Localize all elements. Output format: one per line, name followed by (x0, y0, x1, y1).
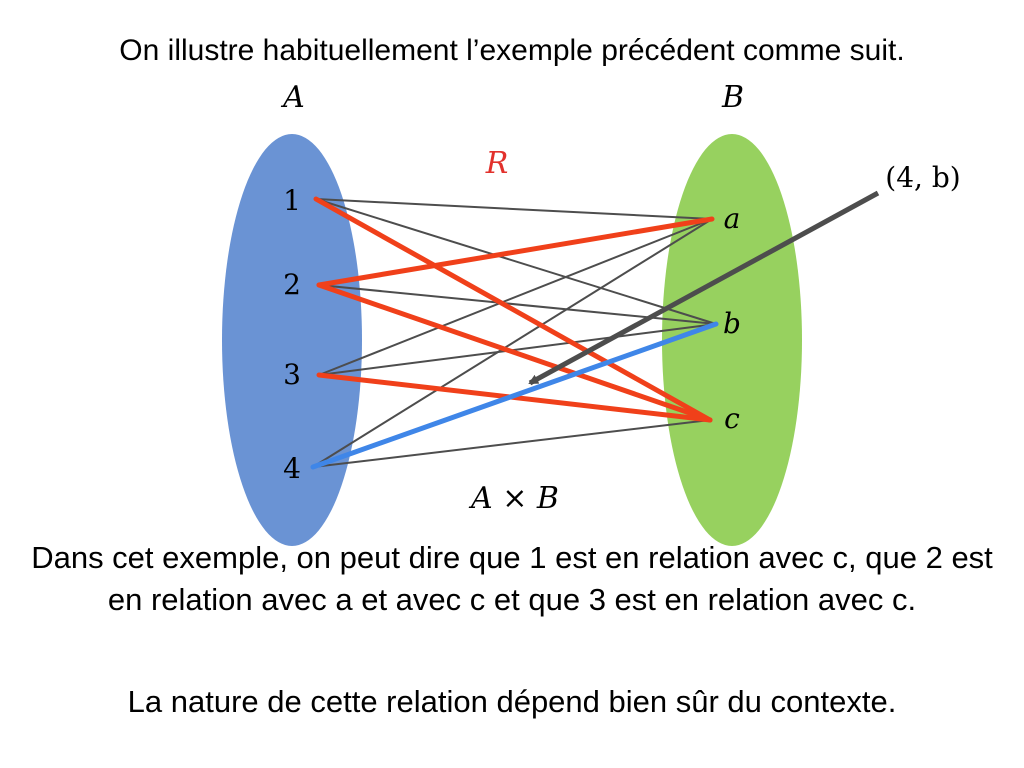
set-a-element-labels: 1 2 3 4 (283, 184, 301, 485)
set-b-label: B (721, 80, 744, 115)
relation-pair-2-a (316, 216, 715, 288)
product-pair-4-c (312, 419, 711, 468)
set-a-element-3: 3 (283, 358, 301, 391)
explanation-text: Dans cet exemple, on peut dire que 1 est… (31, 540, 993, 617)
relation-pair-2-c (316, 282, 713, 423)
pointer-arrow (528, 190, 880, 386)
relation-lines (313, 196, 715, 423)
product-lines (312, 198, 717, 468)
highlighted-pair-4-b (310, 321, 719, 470)
product-pair-3-a (318, 218, 713, 376)
slide-title: On illustre habituellement l’exemple pré… (119, 34, 905, 67)
product-pair-3-b (318, 323, 717, 376)
context-note: La nature de cette relation dépend bien … (127, 684, 897, 719)
set-a-ellipse (222, 134, 362, 546)
product-pair-1-b (315, 198, 717, 325)
set-a-label: A (280, 80, 305, 115)
set-b-element-b: b (723, 307, 741, 340)
highlight-line (310, 321, 719, 470)
pointer-label: (4, b) (885, 161, 960, 194)
set-b-element-c: c (724, 402, 740, 435)
product-label: A × B (468, 481, 559, 516)
relation-pair-1-c (313, 196, 713, 423)
set-a-element-4: 4 (283, 452, 301, 485)
set-a-element-2: 2 (283, 268, 301, 301)
set-b-element-a: a (724, 202, 741, 235)
relation-label: R (485, 146, 509, 181)
set-b-element-labels: a b c (723, 202, 741, 435)
set-a-element-1: 1 (283, 184, 301, 217)
product-pair-1-a (315, 198, 713, 220)
set-b-ellipse (662, 134, 802, 546)
product-pair-4-a (312, 218, 713, 468)
